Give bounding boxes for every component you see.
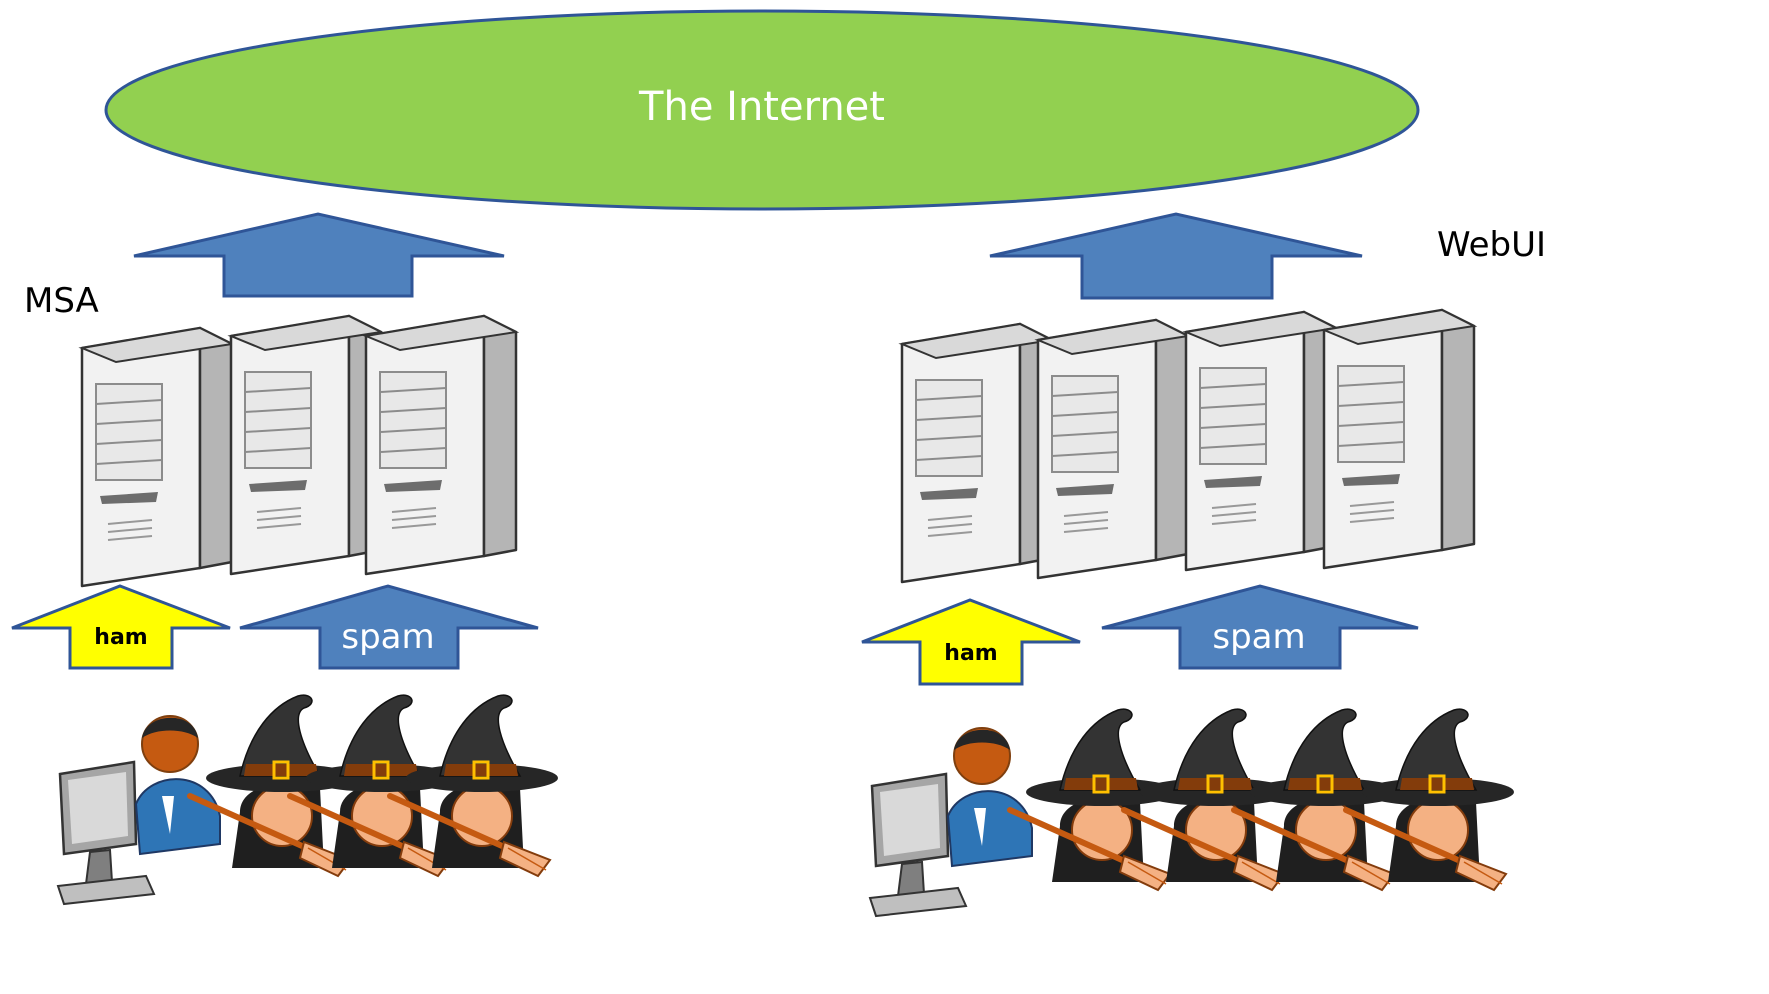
server-icon: [1184, 310, 1338, 572]
server-icon: [80, 326, 234, 588]
server-icon: [1322, 308, 1476, 570]
spam-label: spam: [1212, 617, 1305, 657]
legitimate-user-icon: [56, 714, 222, 906]
server-icon: [229, 314, 383, 576]
msa-to-internet-arrow: [133, 212, 505, 298]
internet-cloud: The Internet: [104, 9, 1420, 211]
spam-label: spam: [341, 617, 434, 657]
webui-to-internet-arrow: [989, 212, 1363, 300]
webui-spam-arrow: spam: [1101, 584, 1419, 670]
legitimate-user-icon: [868, 726, 1034, 918]
ham-label: ham: [944, 641, 997, 666]
server-icon: [364, 314, 518, 576]
webui-server-cluster: [900, 308, 1476, 584]
msa-label: MSA: [24, 281, 99, 321]
webui-label: WebUI: [1437, 225, 1546, 265]
webui-ham-arrow: ham: [861, 598, 1081, 686]
msa-server-cluster: [80, 314, 518, 588]
webui-senders: [868, 709, 1514, 918]
server-icon: [1036, 318, 1190, 580]
ham-label: ham: [94, 625, 147, 650]
internet-label: The Internet: [638, 84, 885, 130]
msa-ham-arrow: ham: [11, 584, 231, 670]
msa-spam-arrow: spam: [239, 584, 539, 670]
msa-senders: [56, 695, 558, 906]
server-icon: [900, 322, 1054, 584]
